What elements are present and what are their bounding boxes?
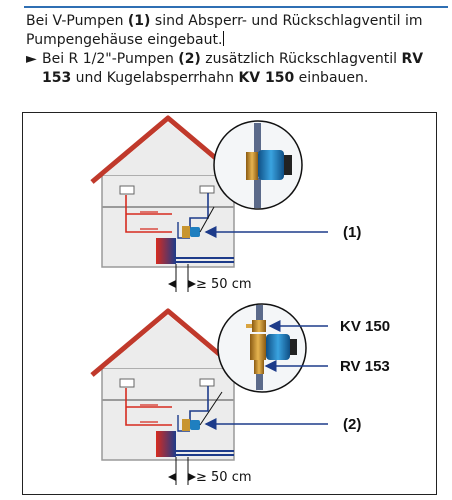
- sink-top-left: [119, 185, 135, 195]
- pump-small-top: [190, 227, 200, 237]
- dimension-bottom: ≥ 50 cm: [196, 470, 252, 485]
- house-bottom: [90, 308, 246, 485]
- label-kv-150: KV 150: [340, 318, 391, 335]
- return-pipe: [189, 193, 209, 232]
- hot-pipe: [125, 195, 172, 233]
- sink-top-right: [199, 185, 215, 194]
- pump-small-bottom: [190, 420, 200, 430]
- house-top: [90, 115, 246, 292]
- storage-tank: [156, 238, 176, 264]
- label-rv-153: RV 153: [340, 358, 390, 375]
- bullet-text: Bei R 1/2"-Pumpen (2) zusätzlich Rücksch…: [42, 51, 424, 86]
- top-rule: [24, 6, 448, 8]
- label-ref-2: (2): [343, 416, 362, 433]
- intro-paragraph: Bei V-Pumpen (1) sind Absperr- und Rücks…: [26, 13, 423, 48]
- bullet-arrow-icon: ►: [26, 51, 37, 67]
- installation-figure: [22, 112, 437, 495]
- label-ref-1: (1): [343, 224, 362, 241]
- magnifier-top: [199, 120, 303, 233]
- instruction-bullet: ► Bei R 1/2"-Pumpen (2) zusätzlich Rücks…: [26, 50, 444, 88]
- text-cursor: [223, 31, 225, 46]
- instruction-text: Bei V-Pumpen (1) sind Absperr- und Rücks…: [26, 12, 444, 88]
- dimension-top: ≥ 50 cm: [196, 277, 252, 292]
